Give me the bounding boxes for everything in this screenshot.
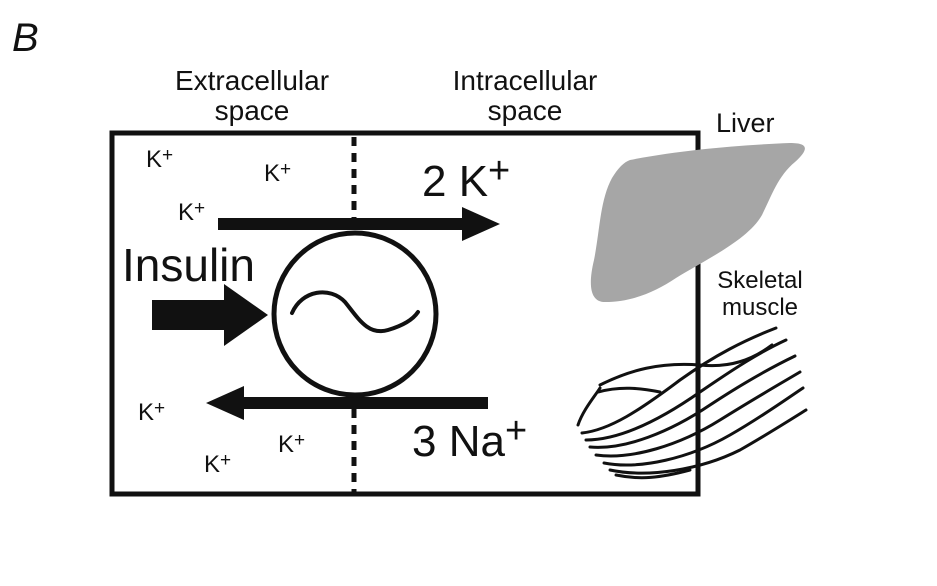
potassium-count-label: 2 K+ <box>422 150 511 206</box>
sodium-potassium-pump-icon <box>271 230 439 398</box>
extracellular-header-line2: space <box>214 95 290 126</box>
k-ion-label: K+ <box>146 145 174 173</box>
sodium-count-label: 3 Na+ <box>412 410 528 466</box>
k-ion-label: K+ <box>204 450 232 478</box>
k-ion-label: K+ <box>178 198 206 226</box>
liver-icon <box>590 143 805 302</box>
extracellular-header: Extracellular space <box>152 66 352 126</box>
skeletal-muscle-label: Skeletal muscle <box>700 267 820 321</box>
k-ion-label: K+ <box>264 159 292 187</box>
intracellular-header-line1: Intracellular <box>452 65 598 96</box>
panel-label: B <box>12 16 39 60</box>
cell-boundary-box <box>109 130 701 497</box>
k-ion-label: K+ <box>138 398 166 426</box>
skeletal-muscle-label-line1: Skeletal <box>717 267 803 294</box>
potassium-arrow <box>218 207 500 241</box>
extracellular-header-line1: Extracellular <box>174 65 330 96</box>
liver-label: Liver <box>716 108 775 138</box>
insulin-label: Insulin <box>122 239 255 291</box>
intracellular-header-line2: space <box>487 95 563 126</box>
skeletal-muscle-icon <box>576 326 808 480</box>
intracellular-header: Intracellular space <box>420 66 630 126</box>
k-ion-label: K+ <box>278 430 306 458</box>
skeletal-muscle-label-line2: muscle <box>721 294 799 321</box>
insulin-arrow <box>152 284 268 346</box>
sodium-arrow <box>206 386 488 420</box>
